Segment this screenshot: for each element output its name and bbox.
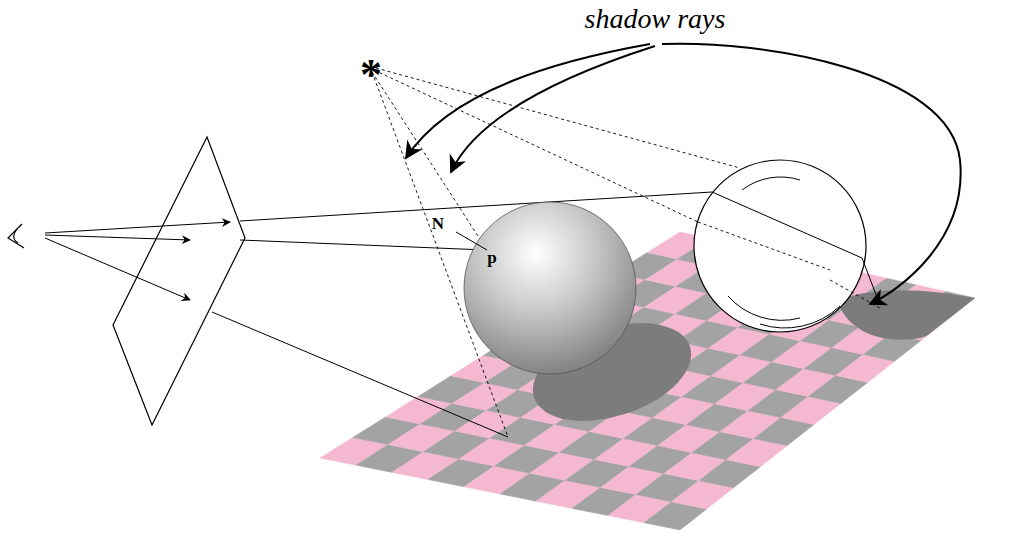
- normal-line: [456, 232, 487, 250]
- highlight: [742, 177, 800, 190]
- light-source: *: [360, 49, 382, 100]
- image-plane: [113, 137, 245, 425]
- glass-sphere: [694, 160, 866, 332]
- opaque-sphere: [464, 202, 636, 374]
- light-lines: [372, 68, 740, 437]
- eye-ray: [45, 222, 230, 233]
- eye-ray: [45, 235, 190, 240]
- shadow-ray-arrows: [406, 44, 961, 304]
- normal-label: N: [432, 214, 444, 234]
- refracted-ray: [862, 258, 880, 305]
- point-label: p: [487, 248, 496, 268]
- primary-ray: [240, 192, 712, 221]
- checkerboard-floor: [320, 232, 975, 530]
- eye-ray: [45, 238, 190, 300]
- primary-ray: [240, 240, 486, 250]
- refracted-ray: [712, 192, 862, 258]
- eye-pupil: [14, 229, 18, 243]
- eye-symbol: [8, 224, 24, 248]
- light-line: [698, 222, 830, 270]
- primary-ray: [212, 312, 508, 437]
- glass-shadow: [838, 290, 975, 339]
- highlight: [728, 296, 800, 320]
- highlight: [760, 306, 840, 328]
- callout-text: shadow rays: [585, 3, 726, 35]
